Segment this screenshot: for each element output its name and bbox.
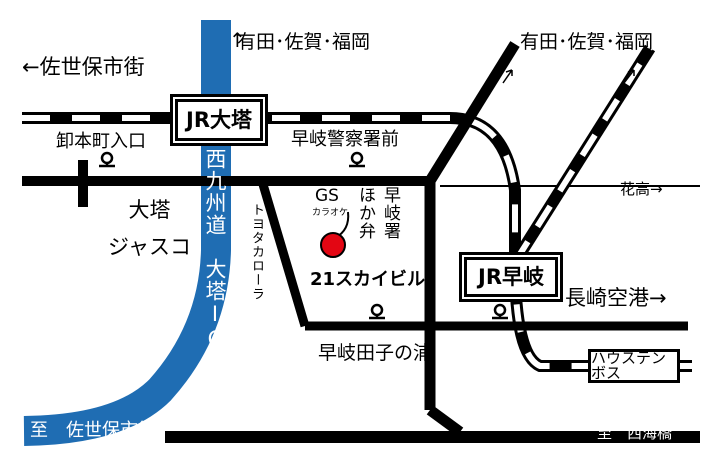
highway-road: [23, 20, 231, 446]
dest-north-right: 有田･佐賀･福岡: [520, 31, 654, 53]
station-jr-otou: JR大塔: [173, 97, 265, 143]
building-marker: [320, 232, 346, 258]
dest-sasebo-left: ←佐世保市街: [22, 55, 145, 79]
label-hokaben: ほか弁: [355, 186, 375, 240]
label-oroshimoto: 卸本町入口: [56, 131, 146, 152]
railway-line: [22, 44, 692, 372]
label-karaoke: カラオケ: [312, 208, 349, 218]
station-jr-haiki: JR早岐: [462, 255, 560, 299]
label-haiki-tagonoura: 早岐田子の浦: [318, 342, 433, 364]
label-gs: GS: [315, 186, 339, 206]
label-haiki-police-front: 早岐警察署前: [291, 129, 399, 150]
dest-north-left: 有田･佐賀･福岡: [237, 31, 371, 53]
label-haiki-police: 早岐署: [380, 186, 400, 240]
dest-sasebo-bottom: 至 佐世保市街: [30, 420, 156, 441]
roads: [22, 41, 700, 443]
label-toyota-corolla: トヨタカローラ: [249, 203, 264, 301]
label-otou-jusco: 大塔 ジャスコ: [108, 198, 191, 259]
label-highway: 西九州道 大塔IC: [203, 148, 227, 352]
dest-nagasaki-airport: 長崎空港→: [565, 286, 667, 310]
direction-arrows: [502, 69, 635, 84]
station-huis-ten-bosch: ハウステンボス: [588, 349, 680, 383]
dest-north-arrow: ↑: [229, 28, 246, 52]
dest-hanataka: 花高→: [620, 180, 663, 198]
landmark-symbols: [99, 151, 508, 320]
label-21-sky-building: 21スカイビル: [310, 269, 426, 290]
dest-saikai-bashi: 至 西海橋: [597, 424, 673, 442]
